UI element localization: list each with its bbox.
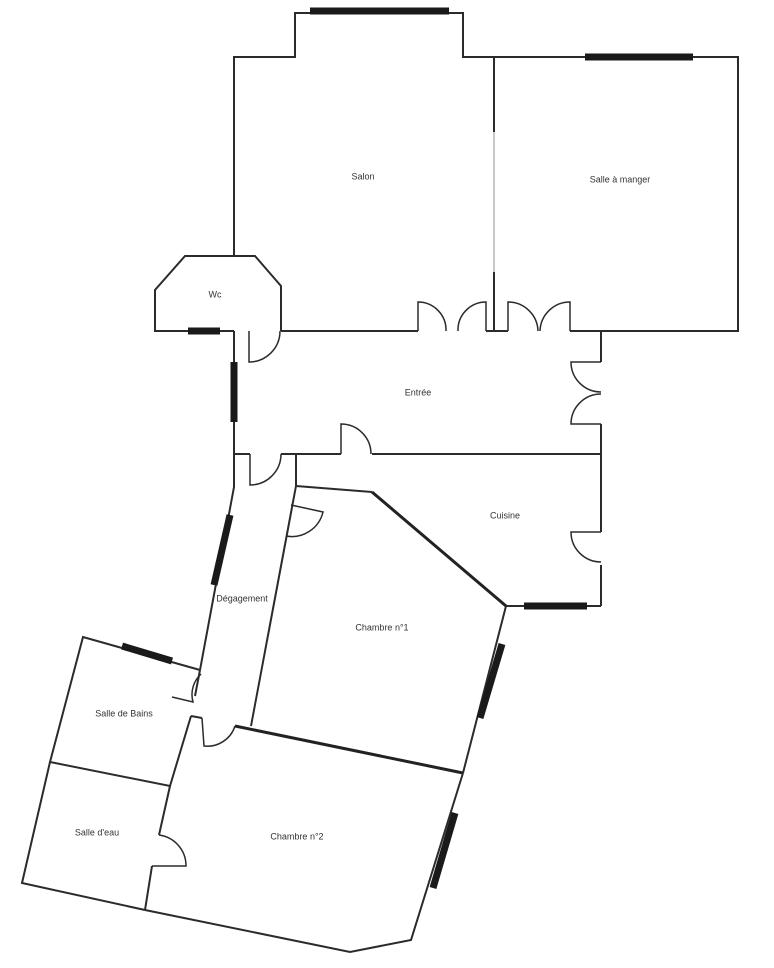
label-wc: Wc [209,289,222,299]
door-entry-kitchen[interactable] [340,423,372,455]
label-salon: Salon [351,171,374,181]
wall-bedroom1-top [295,485,373,493]
wall-bedroom1-right [462,605,507,774]
wall-bedroom2-right [144,772,464,954]
wall-bedroom2-left-bottom [144,865,153,911]
wall-corridor-left [199,454,235,671]
door-entry-top[interactable] [570,361,602,393]
walls [20,12,739,954]
door-bathroom[interactable] [171,673,202,704]
door-dining-left[interactable] [507,301,539,332]
door-shower-room[interactable] [152,834,187,867]
wall-bathroom-right-top [194,669,201,697]
doors [152,301,602,867]
door-salon-right[interactable] [457,301,487,332]
label-salle-a-manger: Salle à manger [590,174,651,184]
wall-top-block [233,12,739,332]
label-cuisine: Cuisine [490,510,520,520]
room-labels: Salon Salle à manger Wc Entrée Cuisine D… [75,171,650,841]
wall-bedroom1-left [250,485,297,727]
window-corridor [210,514,234,586]
wall-bedroom2-left [158,785,171,836]
label-entree: Entrée [405,387,432,397]
windows [120,7,693,889]
label-degagement: Dégagement [216,593,268,603]
door-corridor[interactable] [249,453,282,486]
label-chambre-2: Chambre n°2 [270,831,323,841]
wall-bedroom1-kitchen-diagonal [371,490,507,608]
door-kitchen-side[interactable] [570,531,602,563]
window-bedroom2 [429,812,459,889]
door-bedroom2[interactable] [201,717,236,747]
label-chambre-1: Chambre n°1 [355,622,408,632]
door-salon-left[interactable] [417,301,447,332]
door-entry-bottom[interactable] [570,393,602,425]
door-dining-right[interactable] [539,301,571,332]
label-salle-de-bains: Salle de Bains [95,708,153,718]
door-bedroom1[interactable] [285,504,324,538]
window-bedroom1 [476,643,506,719]
wall-entry-right [570,330,602,362]
window-bathroom [120,642,174,665]
wall-bedroom2-top-left [190,715,203,719]
wall-bedroom2-top [234,724,464,775]
wall-shower-room [20,761,146,911]
door-wc[interactable] [248,330,281,363]
label-salle-d-eau: Salle d'eau [75,827,119,837]
wall-wc [154,255,282,332]
